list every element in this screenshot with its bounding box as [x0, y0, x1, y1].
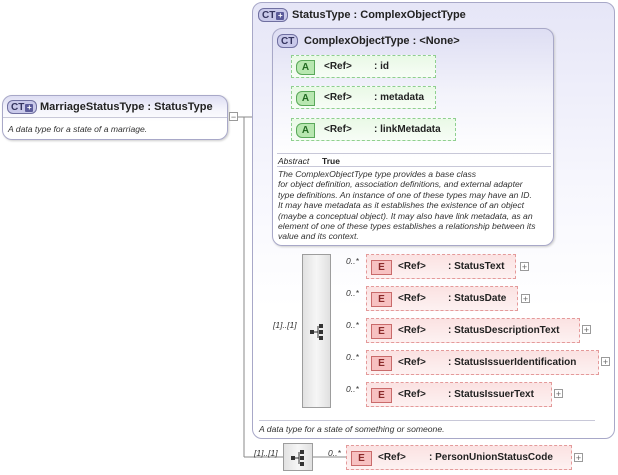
element-cardinality: 0..*: [346, 288, 359, 298]
expand-button[interactable]: +: [601, 357, 610, 367]
abstract-label: Abstract: [278, 156, 310, 166]
marriage-sequence-cardinality: [1]..[1]: [254, 448, 278, 458]
element-cardinality: 0..*: [346, 384, 359, 394]
element-icon: E: [371, 356, 392, 371]
divider: [259, 420, 595, 421]
status-sequence-compositor[interactable]: [302, 254, 331, 408]
element-icon: E: [371, 260, 392, 275]
complex-type-icon: CT: [277, 34, 299, 48]
element-icon: E: [371, 292, 392, 307]
attribute-icon: A: [296, 60, 315, 75]
expand-button[interactable]: +: [521, 294, 530, 304]
root-type-title: MarriageStatusType : StatusType: [40, 101, 213, 113]
expand-button[interactable]: +: [520, 262, 529, 272]
status-type-description: A data type for a state of something or …: [259, 424, 445, 434]
element-cardinality: 0..*: [346, 256, 359, 266]
complex-type-icon: CT+: [258, 8, 289, 22]
element-status-date[interactable]: E <Ref> : StatusDate: [366, 286, 518, 311]
element-status-issuer-text[interactable]: E <Ref> : StatusIssuerText: [366, 382, 552, 407]
status-sequence-cardinality: [1]..[1]: [273, 320, 297, 330]
sequence-icon: [310, 324, 323, 340]
complex-type-icon: CT+: [7, 100, 38, 114]
attribute-metadata[interactable]: A <Ref> : metadata: [291, 86, 436, 109]
divider: [3, 117, 227, 118]
element-status-description-text[interactable]: E <Ref> : StatusDescriptionText: [366, 318, 580, 343]
attribute-icon: A: [296, 123, 315, 138]
root-description: A data type for a state of a marriage.: [8, 124, 148, 134]
complex-object-type-description: The ComplexObjectType type provides a ba…: [278, 169, 536, 242]
element-status-text[interactable]: E <Ref> : StatusText: [366, 254, 516, 279]
element-cardinality: 0..*: [328, 448, 341, 458]
element-icon: E: [371, 388, 392, 403]
expand-button[interactable]: +: [582, 325, 591, 335]
element-icon: E: [351, 451, 372, 466]
element-person-union-status-code[interactable]: E <Ref> : PersonUnionStatusCode: [346, 445, 572, 470]
element-cardinality: 0..*: [346, 352, 359, 362]
sequence-icon: [291, 450, 304, 466]
attribute-icon: A: [296, 91, 315, 106]
root-complex-type-box[interactable]: CT+ MarriageStatusType : StatusType A da…: [2, 95, 228, 140]
expand-button[interactable]: +: [554, 389, 563, 399]
element-icon: E: [371, 324, 392, 339]
marriage-sequence-compositor[interactable]: [283, 443, 313, 471]
divider: [277, 153, 551, 154]
attribute-id[interactable]: A <Ref> : id: [291, 55, 436, 78]
status-type-title: StatusType : ComplexObjectType: [292, 9, 466, 21]
element-status-issuer-identification[interactable]: E <Ref> : StatusIssuerIdentification: [366, 350, 599, 375]
attribute-link-metadata[interactable]: A <Ref> : linkMetadata: [291, 118, 456, 141]
element-cardinality: 0..*: [346, 320, 359, 330]
divider: [277, 166, 551, 167]
root-collapse-button[interactable]: −: [229, 112, 238, 122]
complex-object-type-title: ComplexObjectType : <None>: [304, 35, 460, 47]
expand-button[interactable]: +: [574, 453, 583, 463]
abstract-value: True: [322, 156, 340, 166]
